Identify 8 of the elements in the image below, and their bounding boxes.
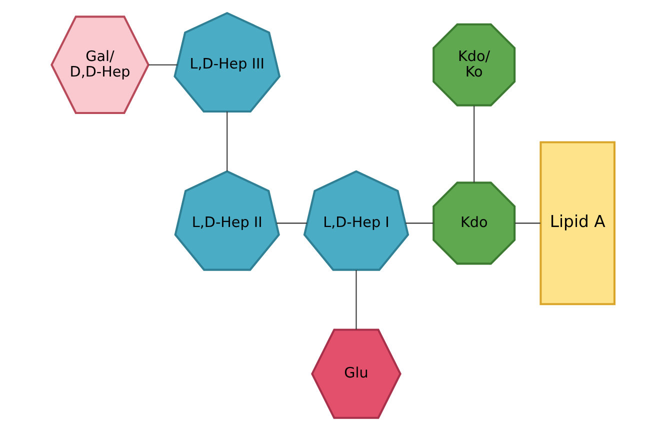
connector xyxy=(514,222,540,224)
connector xyxy=(473,105,474,182)
node-box: Lipid A xyxy=(539,140,615,305)
connector xyxy=(276,222,307,224)
connector xyxy=(405,222,433,224)
connector xyxy=(226,111,228,171)
connector xyxy=(148,64,177,65)
connector xyxy=(355,270,356,329)
